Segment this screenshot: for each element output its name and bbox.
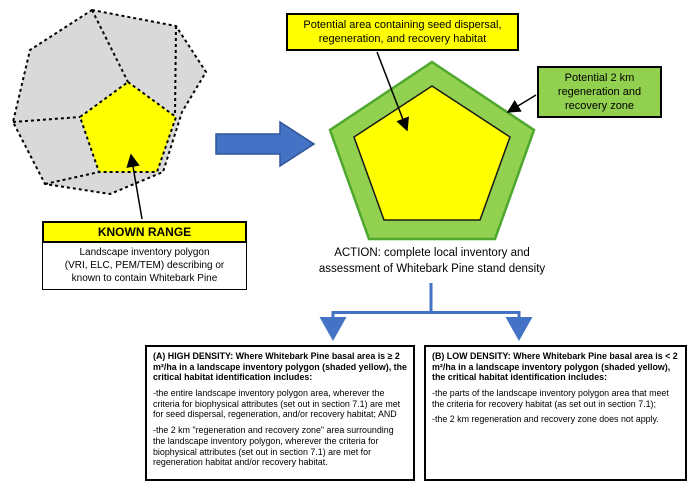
seed-dispersal-callout: Potential area containing seed dispersal… — [286, 13, 519, 52]
cluster-divider — [12, 116, 81, 123]
low-density-bullet: -the parts of the landscape inventory po… — [432, 388, 669, 409]
known-range-description: Landscape inventory polygon (VRI, ELC, P… — [42, 243, 247, 290]
zone-callout-arrow-icon — [506, 94, 537, 113]
action-caption: ACTION: complete local inventory and ass… — [318, 247, 546, 276]
known-range-title: KNOWN RANGE — [42, 221, 247, 243]
high-density-heading: (A) HIGH DENSITY: Where Whitebark Pine b… — [153, 351, 407, 383]
low-density-bullet: -the 2 km regeneration and recovery zone… — [432, 414, 659, 425]
regeneration-zone-callout: Potential 2 km regeneration and recovery… — [537, 66, 662, 119]
cluster-divider — [91, 9, 129, 83]
low-density-heading: (B) LOW DENSITY: Where Whitebark Pine ba… — [432, 351, 678, 383]
high-density-bullet: -the 2 km "regeneration and recovery zon… — [153, 425, 394, 468]
potential-area-pentagon — [328, 60, 536, 241]
flow-arrow-right-icon — [215, 120, 316, 168]
low-density-box: (B) LOW DENSITY: Where Whitebark Pine ba… — [424, 345, 687, 481]
known-range-box: KNOWN RANGE Landscape inventory polygon … — [42, 221, 247, 290]
high-density-bullet: -the entire landscape inventory polygon … — [153, 388, 401, 420]
known-range-cluster — [11, 8, 208, 196]
decision-connector — [319, 283, 533, 341]
known-range-arrow-icon — [126, 153, 143, 220]
seed-dispersal-area — [353, 85, 511, 221]
high-density-box: (A) HIGH DENSITY: Where Whitebark Pine b… — [145, 345, 415, 481]
known-range-pentagon — [78, 80, 178, 173]
seed-callout-arrow-icon — [376, 51, 409, 132]
